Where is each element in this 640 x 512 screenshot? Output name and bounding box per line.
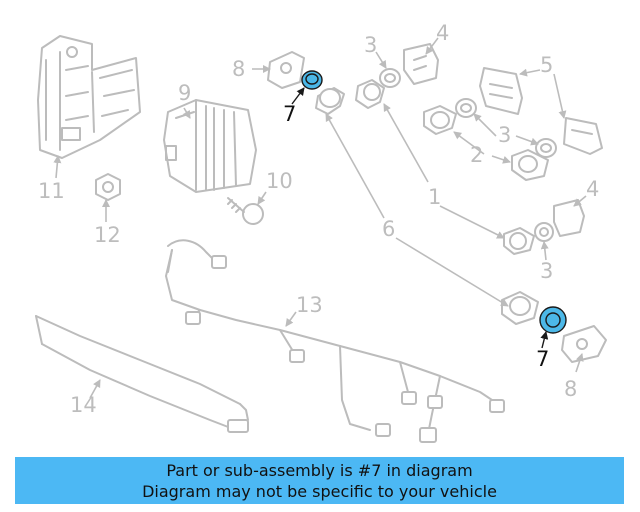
banner-line-disclaimer: Diagram may not be specific to your vehi… bbox=[142, 481, 497, 501]
callout-4-top: 4 bbox=[436, 21, 449, 45]
part-7-grommet-lower bbox=[539, 306, 567, 334]
part-5-bracket-upper bbox=[479, 67, 523, 115]
part-11-bracket bbox=[37, 35, 141, 159]
part-3-ring-top bbox=[379, 68, 401, 88]
leader-lines-highlight bbox=[291, 87, 549, 349]
callout-3-lower: 3 bbox=[540, 259, 553, 283]
callout-6: 6 bbox=[382, 217, 395, 241]
callout-8-upper: 8 bbox=[232, 57, 245, 81]
part-3-ring-right bbox=[535, 138, 557, 158]
part-9-module bbox=[163, 99, 257, 193]
part-4-bracket-lower bbox=[553, 199, 585, 237]
callout-3-middle: 3 bbox=[498, 123, 511, 147]
callout-13: 13 bbox=[296, 293, 323, 317]
callout-5: 5 bbox=[540, 53, 553, 77]
callout-8-lower: 8 bbox=[564, 377, 577, 401]
part-3-ring-middle bbox=[455, 98, 477, 118]
part-1-sensor-upper bbox=[355, 79, 385, 109]
part-12-nut bbox=[95, 173, 121, 201]
callout-4-lower: 4 bbox=[586, 177, 599, 201]
part-7-grommet-upper bbox=[301, 70, 323, 90]
callout-10: 10 bbox=[266, 169, 293, 193]
callout-11: 11 bbox=[38, 179, 65, 203]
part-6-sensor-upper bbox=[315, 87, 345, 115]
callout-7-lower: 7 bbox=[536, 347, 549, 371]
callout-1: 1 bbox=[428, 185, 441, 209]
callout-14: 14 bbox=[70, 393, 97, 417]
banner-line-part: Part or sub-assembly is #7 in diagram bbox=[166, 460, 473, 480]
part-10-screw bbox=[227, 197, 264, 225]
part-8-bracket-lower bbox=[561, 325, 607, 363]
part-13-wiring-harness bbox=[165, 239, 505, 443]
part-6-sensor-lower bbox=[501, 291, 539, 325]
callout-3-top: 3 bbox=[364, 33, 377, 57]
callout-7-upper: 7 bbox=[283, 102, 296, 126]
part-3-ring-lower bbox=[534, 222, 554, 242]
part-5-bracket-lower bbox=[563, 117, 603, 155]
part-2-sensor bbox=[511, 149, 549, 181]
callout-2: 2 bbox=[470, 143, 483, 167]
part-4-bracket-top bbox=[403, 43, 439, 85]
callout-12: 12 bbox=[94, 223, 121, 247]
callout-9: 9 bbox=[178, 81, 191, 105]
part-8-bracket-upper bbox=[267, 51, 305, 89]
part-1-sensor-lower bbox=[503, 227, 535, 255]
part-14-trim-strip bbox=[35, 315, 249, 433]
info-banner: Part or sub-assembly is #7 in diagram Di… bbox=[15, 457, 624, 504]
leader-lines bbox=[53, 37, 587, 399]
part-1-sensor-middle bbox=[423, 105, 457, 135]
